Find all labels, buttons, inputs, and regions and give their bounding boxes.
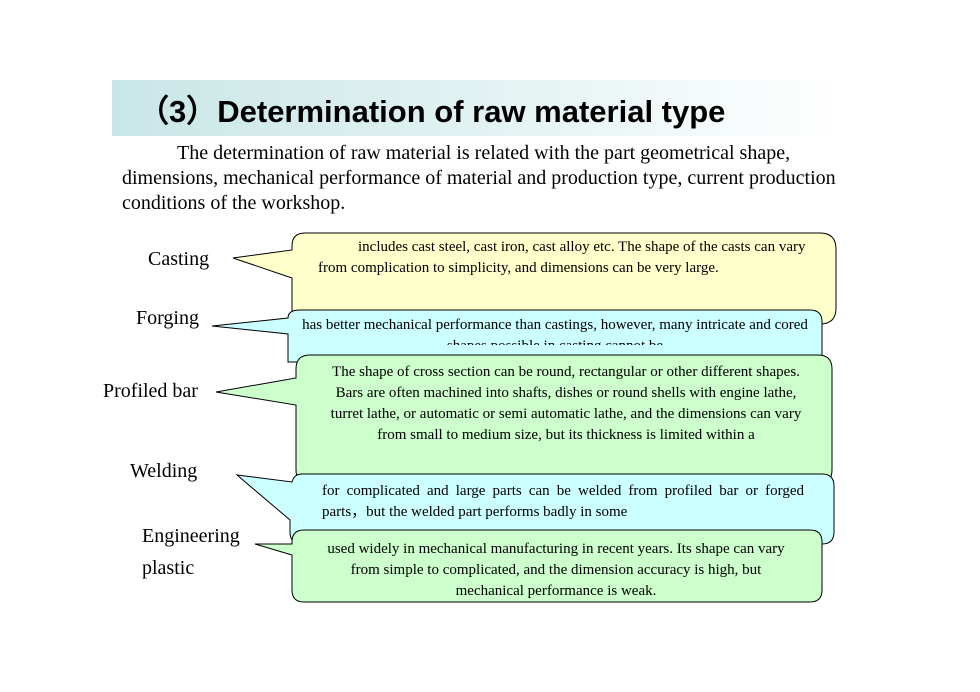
profiled-bar-text-content: The shape of cross section can be round,… — [330, 364, 802, 443]
casting-text: includes cast steel, cast iron, cast all… — [318, 237, 808, 301]
engineering-plastic-text-content: used widely in mechanical manufacturing … — [327, 541, 785, 599]
intro-text: The determination of raw material is rel… — [122, 142, 836, 214]
label-welding: Welding — [130, 460, 198, 482]
intro-paragraph: The determination of raw material is rel… — [122, 141, 842, 216]
label-forging: Forging — [136, 307, 199, 329]
welding-text-content: for complicated and large parts can be w… — [322, 483, 804, 520]
engineering-plastic-text: used widely in mechanical manufacturing … — [316, 539, 796, 602]
title-banner — [112, 80, 838, 136]
casting-text-content: includes cast steel, cast iron, cast all… — [318, 239, 806, 276]
welding-text: for complicated and large parts can be w… — [322, 481, 804, 523]
label-casting: Casting — [148, 248, 210, 270]
profiled-bar-text: The shape of cross section can be round,… — [318, 362, 814, 472]
engineering-plastic-callout-shape — [254, 529, 823, 603]
forging-text-content: has better mechanical performance than c… — [302, 317, 808, 345]
label-plastic: plastic — [142, 557, 195, 579]
label-engineering: Engineering — [142, 525, 240, 547]
forging-callout-shape — [211, 309, 823, 363]
slide-title: （3）Determination of raw material type — [138, 94, 726, 129]
label-profiled-bar: Profiled bar — [103, 380, 198, 402]
forging-text: has better mechanical performance than c… — [300, 315, 810, 345]
